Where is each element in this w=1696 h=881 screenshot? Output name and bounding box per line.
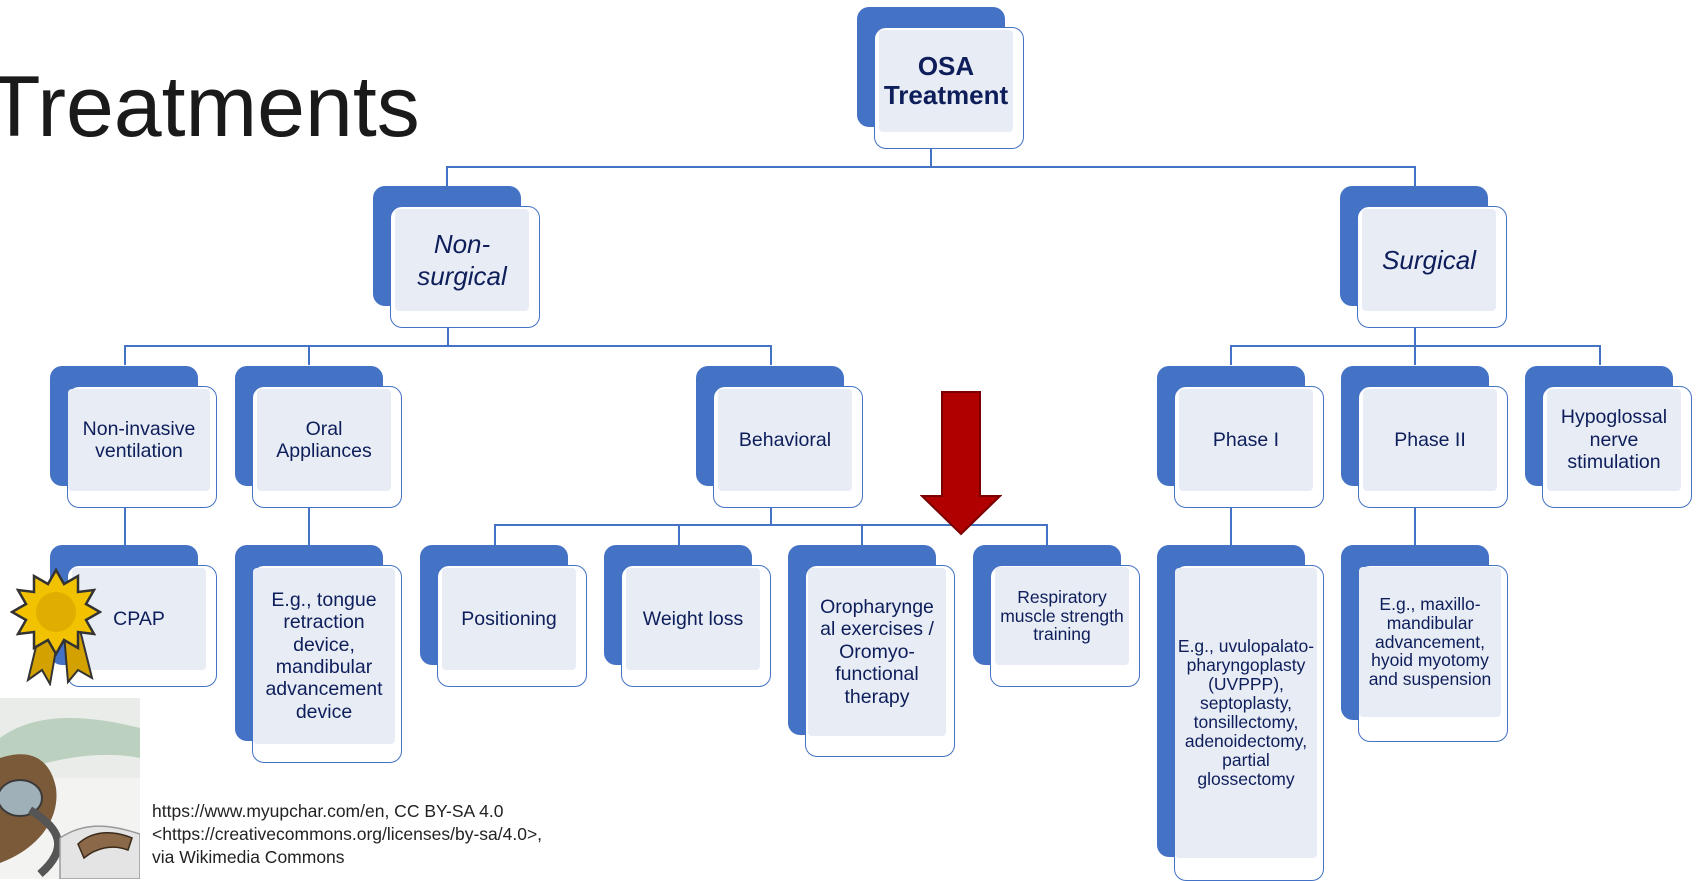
node-oral-appliances: Oral Appliances: [235, 366, 402, 508]
node-behavioral: Behavioral: [696, 366, 863, 508]
cpap-patient-illustration: [0, 698, 140, 879]
node-phase-1-example: E.g., uvulopalato- pharyngoplasty (UVPPP…: [1157, 545, 1324, 881]
node-oral-example: E.g., tongue retraction device, mandibul…: [235, 545, 402, 763]
node-osa-treatment: OSA Treatment: [857, 7, 1024, 149]
node-phase-2-example-label: E.g., maxillo- mandibular advancement, h…: [1359, 567, 1501, 717]
award-badge-icon: [10, 568, 102, 686]
node-positioning-label: Positioning: [442, 568, 576, 670]
node-oropharyngeal-label: Oropharynge al exercises / Oromyo- funct…: [808, 568, 946, 736]
node-respiratory-label: Respiratory muscle strength training: [995, 567, 1129, 665]
node-cpap-label: CPAP: [72, 568, 206, 670]
node-positioning: Positioning: [420, 545, 587, 687]
slide-title: Treatments: [0, 59, 420, 155]
node-respiratory: Respiratory muscle strength training: [973, 545, 1140, 687]
node-osa-treatment-label: OSA Treatment: [879, 30, 1013, 132]
node-oropharyngeal: Oropharynge al exercises / Oromyo- funct…: [788, 545, 955, 757]
node-oral-example-label: E.g., tongue retraction device, mandibul…: [253, 568, 395, 744]
node-non-invasive-ventilation: Non-invasive ventilation: [50, 366, 217, 508]
node-surgical: Surgical: [1340, 186, 1507, 328]
image-attribution-caption: https://www.myupchar.com/en, CC BY-SA 4.…: [152, 801, 543, 867]
node-weight-loss-label: Weight loss: [626, 568, 760, 670]
node-phase-2: Phase II: [1341, 366, 1508, 508]
node-non-invasive-ventilation-label: Non-invasive ventilation: [68, 389, 210, 491]
node-weight-loss: Weight loss: [604, 545, 771, 687]
node-oral-appliances-label: Oral Appliances: [257, 389, 391, 491]
highlight-arrow: [920, 391, 1002, 536]
node-phase-2-example: E.g., maxillo- mandibular advancement, h…: [1341, 545, 1508, 742]
node-behavioral-label: Behavioral: [718, 389, 852, 491]
node-surgical-label: Surgical: [1362, 209, 1496, 311]
node-hypoglossal-label: Hypoglossal nerve stimulation: [1547, 389, 1681, 491]
node-cpap: CPAP: [50, 545, 217, 687]
node-phase-1-label: Phase I: [1179, 389, 1313, 491]
node-phase-1-example-label: E.g., uvulopalato- pharyngoplasty (UVPPP…: [1175, 568, 1317, 858]
node-non-surgical-label: Non- surgical: [395, 209, 529, 311]
node-phase-2-label: Phase II: [1363, 389, 1497, 491]
node-phase-1: Phase I: [1157, 366, 1324, 508]
node-hypoglossal: Hypoglossal nerve stimulation: [1525, 366, 1692, 508]
node-non-surgical: Non- surgical: [373, 186, 540, 328]
